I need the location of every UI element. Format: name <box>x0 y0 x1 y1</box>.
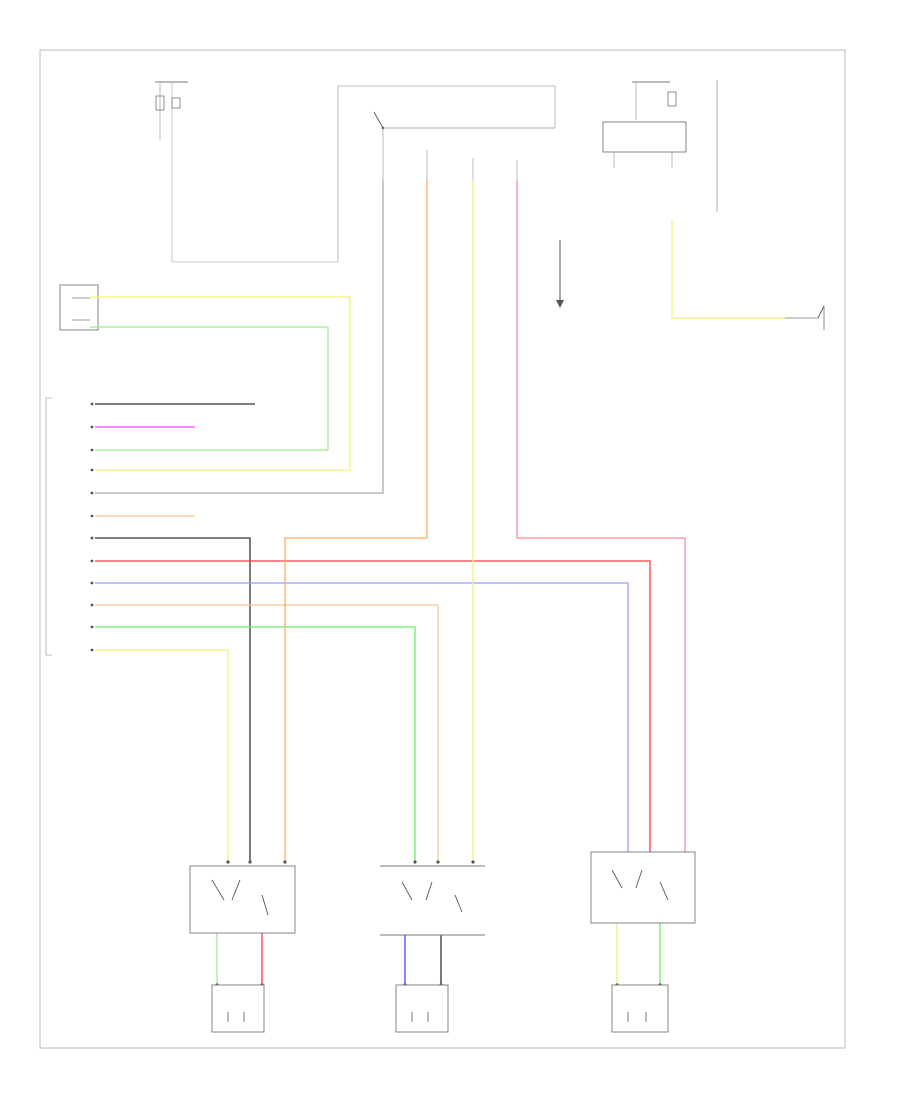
right-rear-window-switch <box>380 865 485 936</box>
ground-symbol <box>556 240 564 308</box>
terminal-pin <box>283 860 287 864</box>
right-rear-window-motor <box>395 984 449 1033</box>
left-rear-door-switch <box>785 305 825 330</box>
connector-pin <box>90 514 94 518</box>
connector-pin <box>90 468 94 472</box>
terminal-pin <box>413 860 417 864</box>
wire-orange-rf <box>284 180 428 862</box>
wire-ctrl-tan-2 <box>95 604 439 862</box>
wire-ctrl-yellow <box>95 649 229 862</box>
terminal-pin <box>226 860 230 864</box>
wire-ctrl-green <box>95 626 416 862</box>
wire-ctrl-blue <box>95 582 629 860</box>
connector-pin <box>90 581 94 585</box>
connector-pin <box>90 536 94 540</box>
fuse-block-left <box>155 81 338 263</box>
connector-pin <box>90 448 94 452</box>
fuse-block-right <box>602 80 718 212</box>
left-front-door-switch <box>59 284 99 331</box>
connector-pin <box>90 491 94 495</box>
wire-door-left-yellow <box>90 296 351 471</box>
connector-pin <box>90 603 94 607</box>
right-front-window-motor <box>211 984 265 1033</box>
connector-pin <box>90 559 94 563</box>
power-window-control-connector <box>45 397 52 656</box>
connector-pin <box>90 648 94 652</box>
wire-right-yellow <box>671 220 785 319</box>
left-rear-window-motor <box>611 984 669 1033</box>
terminal-pin <box>471 860 475 864</box>
right-front-window-switch <box>189 865 296 934</box>
wire-pink-lr <box>516 180 686 860</box>
left-rear-window-switch <box>590 851 696 924</box>
ignition-switch-block <box>337 85 556 262</box>
wire-group <box>90 180 785 985</box>
wire-ctrl-gray <box>95 180 384 494</box>
wire-door-left-green <box>90 326 329 451</box>
terminal-pin <box>436 860 440 864</box>
connector-pin <box>90 402 94 406</box>
wire-ctrl-red <box>95 560 651 860</box>
terminal-pin <box>248 860 252 864</box>
connector-pin <box>90 425 94 429</box>
diagram-frame <box>39 49 846 1049</box>
connector-pin <box>90 625 94 629</box>
wire-ctrl-black-2 <box>95 537 251 862</box>
